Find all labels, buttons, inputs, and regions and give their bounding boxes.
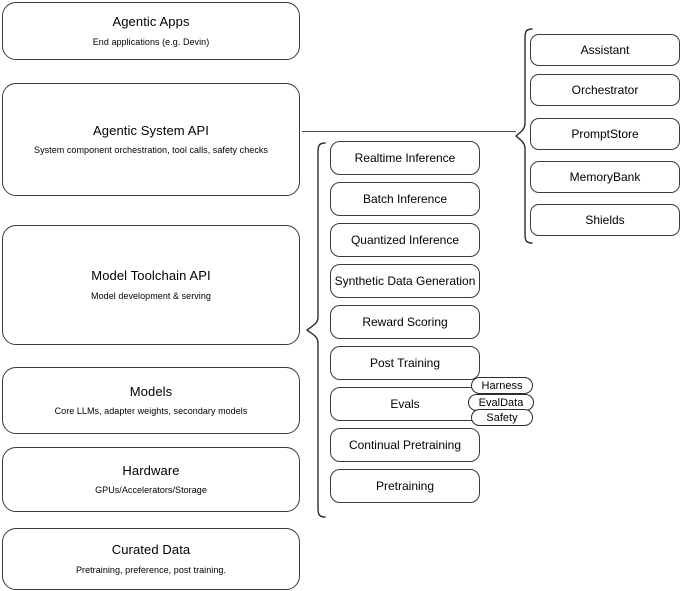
component-promptstore[interactable]: PromptStore <box>530 118 680 150</box>
layer-card-models[interactable]: Models Core LLMs, adapter weights, secon… <box>2 367 300 434</box>
eval-tag-label: Harness <box>481 379 523 392</box>
component-label: Orchestrator <box>571 82 639 97</box>
layer-card-model-toolchain-api[interactable]: Model Toolchain API Model development & … <box>2 225 300 345</box>
component-label: Assistant <box>580 42 630 57</box>
eval-tag-label: EvalData <box>478 396 524 409</box>
capability-batch-inference[interactable]: Batch Inference <box>330 182 480 216</box>
layer-card-agentic-system-api[interactable]: Agentic System API System component orch… <box>2 83 300 196</box>
eval-tag-harness[interactable]: Harness <box>471 377 533 394</box>
connector-system-api-to-components <box>302 131 516 132</box>
layer-subtitle: Model development & serving <box>91 290 211 301</box>
capability-label: Reward Scoring <box>362 314 448 329</box>
component-label: MemoryBank <box>569 169 641 184</box>
layer-subtitle: Pretraining, preference, post training. <box>75 564 227 575</box>
capability-pretraining[interactable]: Pretraining <box>330 469 480 503</box>
layer-subtitle: End applications (e.g. Devin) <box>92 36 210 47</box>
capability-label: Continual Pretraining <box>348 437 462 452</box>
component-shields[interactable]: Shields <box>530 204 680 236</box>
layer-title: Agentic System API <box>93 122 209 138</box>
layer-title: Curated Data <box>111 542 191 558</box>
layer-card-agentic-apps[interactable]: Agentic Apps End applications (e.g. Devi… <box>2 2 300 60</box>
capability-label: Realtime Inference <box>354 150 456 165</box>
capability-evals[interactable]: Evals <box>330 387 480 421</box>
layer-subtitle: GPUs/Accelerators/Storage <box>95 485 207 495</box>
capability-continual-pretraining[interactable]: Continual Pretraining <box>330 428 480 462</box>
capability-label: Post Training <box>369 355 441 370</box>
component-assistant[interactable]: Assistant <box>530 34 680 66</box>
layer-subtitle: System component orchestration, tool cal… <box>34 145 268 155</box>
eval-tag-safety[interactable]: Safety <box>471 409 533 426</box>
capability-label: Batch Inference <box>362 191 448 206</box>
layer-card-curated-data[interactable]: Curated Data Pretraining, preference, po… <box>2 528 300 590</box>
brace-system-components <box>514 27 534 245</box>
layer-subtitle: Core LLMs, adapter weights, secondary mo… <box>54 406 248 416</box>
component-orchestrator[interactable]: Orchestrator <box>530 74 680 106</box>
capability-realtime-inference[interactable]: Realtime Inference <box>330 141 480 175</box>
layer-title: Agentic Apps <box>112 14 190 30</box>
brace-toolchain-capabilities <box>305 141 327 519</box>
capability-label: Quantized Inference <box>350 232 460 247</box>
capability-synthetic-data-generation[interactable]: Synthetic Data Generation <box>330 264 480 298</box>
capability-reward-scoring[interactable]: Reward Scoring <box>330 305 480 339</box>
capability-post-training[interactable]: Post Training <box>330 346 480 380</box>
layer-card-hardware[interactable]: Hardware GPUs/Accelerators/Storage <box>2 447 300 512</box>
layer-title: Model Toolchain API <box>91 268 211 284</box>
capability-label: Synthetic Data Generation <box>334 273 476 288</box>
layer-title: Models <box>129 383 173 399</box>
layer-title: Hardware <box>122 462 180 478</box>
component-label: PromptStore <box>571 126 639 141</box>
capability-label: Evals <box>390 396 420 411</box>
component-memorybank[interactable]: MemoryBank <box>530 161 680 193</box>
capability-quantized-inference[interactable]: Quantized Inference <box>330 223 480 257</box>
eval-tag-label: Safety <box>486 411 518 424</box>
capability-label: Pretraining <box>375 478 435 493</box>
component-label: Shields <box>585 212 625 227</box>
